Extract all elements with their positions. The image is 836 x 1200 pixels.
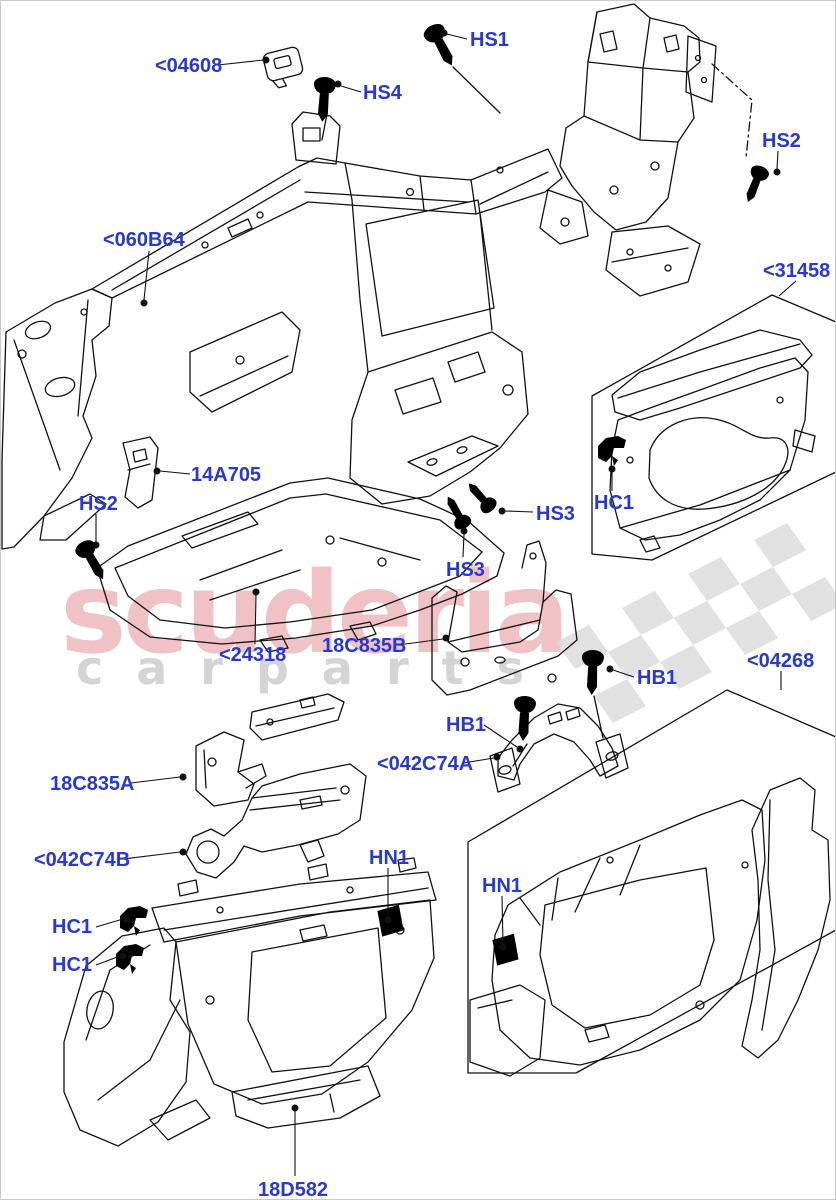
part-label-hs2-top-right[interactable]: HS2 xyxy=(762,130,801,152)
screw-hs3-lower xyxy=(440,492,474,533)
part-drawing-14A705-bracket xyxy=(122,436,159,509)
part-label-042C74A[interactable]: <042C74A xyxy=(377,753,473,775)
part-label-hc1-left-upper[interactable]: HC1 xyxy=(52,916,92,938)
part-label-hc1-left-lower[interactable]: HC1 xyxy=(52,954,92,976)
part-drawing-18D582-lower-structure xyxy=(63,857,437,1147)
leader-lines xyxy=(92,29,797,1176)
part-label-24318[interactable]: <24318 xyxy=(219,644,286,666)
part-label-042C74B[interactable]: <042C74B xyxy=(34,849,130,871)
part-label-hn1-right[interactable]: HN1 xyxy=(482,875,522,897)
part-drawing-18C835B-bracket xyxy=(431,540,578,696)
watermark-subtext: carparts xyxy=(76,641,557,695)
part-drawing-042C74A-bracket xyxy=(489,695,629,793)
part-drawing-31458-glovebox-frame xyxy=(591,294,836,561)
part-label-hb1-right[interactable]: HB1 xyxy=(637,667,677,689)
part-drawing-042C74B-bracket xyxy=(185,763,367,879)
part-label-hb1-left[interactable]: HB1 xyxy=(446,714,486,736)
nut-hn1-right xyxy=(492,933,520,966)
screw-hs4 xyxy=(311,76,337,123)
part-label-hc1-right[interactable]: HC1 xyxy=(594,492,634,514)
watermark-brand-text: scuderia xyxy=(60,549,566,679)
part-label-hs2-left[interactable]: HS2 xyxy=(79,493,118,515)
part-drawing-24318-panel xyxy=(96,477,505,653)
part-drawing-18C835A-bracket xyxy=(195,693,345,807)
part-label-04608[interactable]: <04608 xyxy=(155,55,222,77)
part-label-18C835A[interactable]: 18C835A xyxy=(50,773,135,795)
part-label-hs4[interactable]: HS4 xyxy=(363,82,403,104)
part-label-hs1[interactable]: HS1 xyxy=(470,29,509,51)
part-label-04268[interactable]: <04268 xyxy=(747,650,814,672)
part-label-18C835B[interactable]: 18C835B xyxy=(322,635,407,657)
part-label-14A705[interactable]: 14A705 xyxy=(191,464,261,486)
screw-hb1-right xyxy=(580,649,605,696)
part-label-hs3-upper[interactable]: HS3 xyxy=(536,503,575,525)
screw-hs1 xyxy=(421,20,462,71)
part-drawing-060B64-carrier xyxy=(1,3,753,550)
screw-hs3-upper xyxy=(462,477,500,517)
clip-hc1-left-lower xyxy=(116,944,144,974)
part-label-18D582[interactable]: 18D582 xyxy=(258,1179,328,1200)
screw-hs2-top-right xyxy=(739,162,771,206)
part-drawing-04608-clip xyxy=(262,46,304,89)
part-drawing-04268-lower-trim xyxy=(467,689,836,1077)
part-label-31458[interactable]: <31458 xyxy=(763,260,830,282)
part-label-hn1-left[interactable]: HN1 xyxy=(369,847,409,869)
watermark: scuderia carparts xyxy=(60,523,836,723)
part-label-060B64[interactable]: <060B64 xyxy=(103,229,186,251)
part-label-hs3-lower[interactable]: HS3 xyxy=(446,559,485,581)
watermark-checkered-flag xyxy=(556,523,836,723)
